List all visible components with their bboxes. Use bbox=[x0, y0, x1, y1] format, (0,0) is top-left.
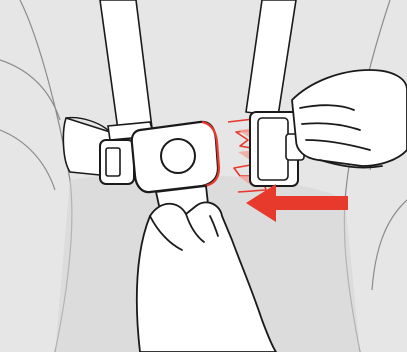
buckle-housing bbox=[100, 122, 219, 192]
release-button bbox=[161, 139, 195, 173]
